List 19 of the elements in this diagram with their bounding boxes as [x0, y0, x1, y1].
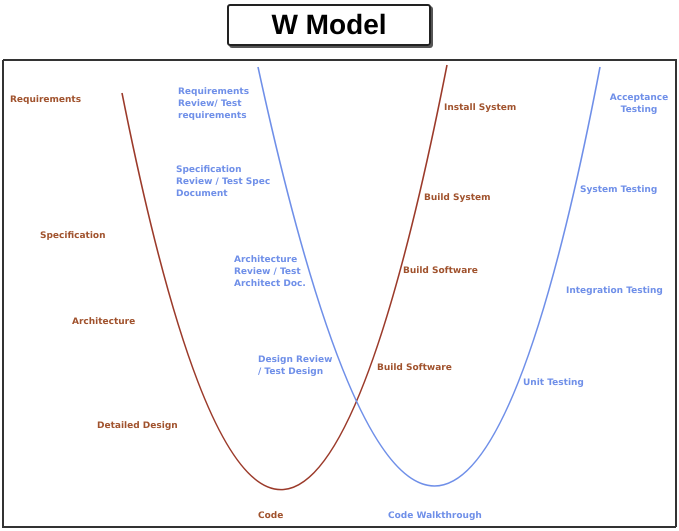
- testing-activity-label: Requirements Review/ Test requirements: [178, 86, 250, 122]
- development-stage-label: Detailed Design: [97, 420, 179, 432]
- development-stage-label: Code: [258, 510, 284, 522]
- testing-activity-label: System Testing: [580, 184, 658, 196]
- testing-activity-label: Unit Testing: [523, 377, 585, 389]
- development-stage-label: Install System: [444, 102, 518, 114]
- testing-activity-label: Specification Review / Test Spec Document: [176, 164, 272, 200]
- development-stage-label: Build Software: [403, 265, 479, 277]
- testing-activity-label: Acceptance Testing: [608, 92, 670, 116]
- testing-activity-label: Architecture Review / Test Architect Doc.: [234, 254, 307, 290]
- testing-activity-label: Design Review / Test Design: [258, 354, 334, 378]
- title: W Model: [227, 4, 431, 46]
- development-stage-label: Specification: [40, 230, 107, 242]
- development-stage-label: Architecture: [72, 316, 136, 328]
- development-stage-label: Requirements: [10, 94, 82, 106]
- testing-activity-label: Integration Testing: [566, 285, 664, 297]
- development-stage-label: Build Software: [377, 362, 453, 374]
- development-stage-label: Build System: [424, 192, 492, 204]
- testing-activity-label: Code Walkthrough: [388, 510, 483, 522]
